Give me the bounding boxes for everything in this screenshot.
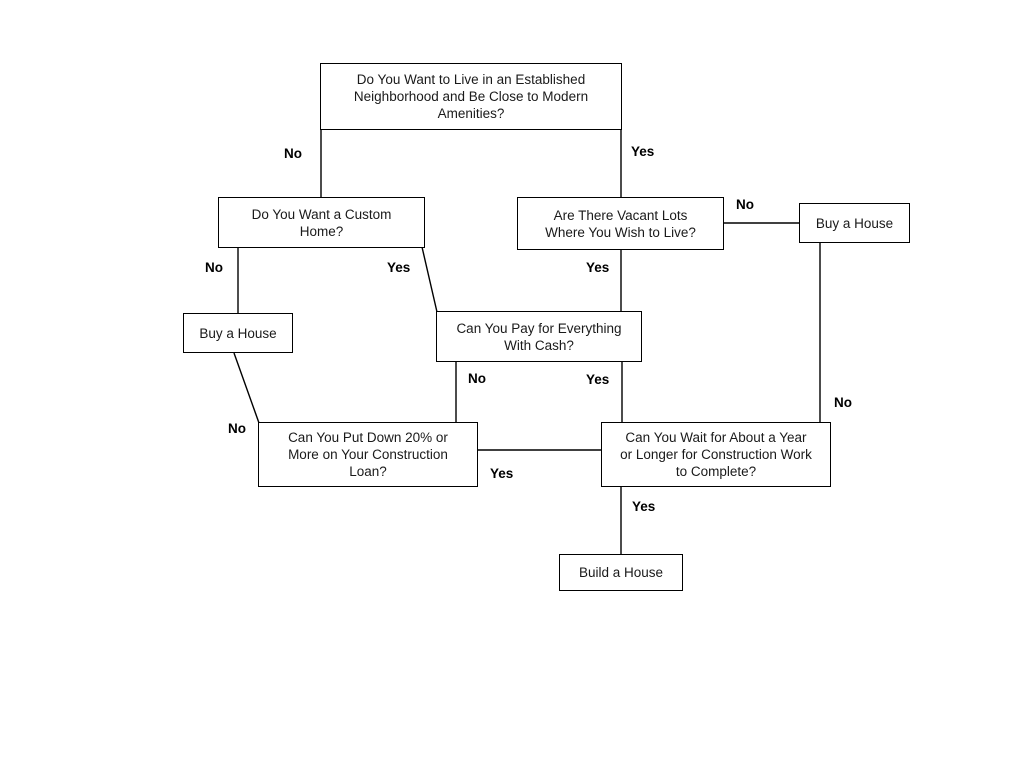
edge-label-cash-yes: Yes	[586, 372, 610, 387]
node-buy-house-left: Buy a House	[183, 313, 293, 353]
edge-label-downpayment-yes: Yes	[490, 466, 514, 481]
node-build-house: Build a House	[559, 554, 683, 591]
edge-label-wait-yes: Yes	[632, 499, 656, 514]
node-q-wait: Can You Wait for About a Year or Longer …	[601, 422, 831, 487]
edge-label-cash-no: No	[468, 371, 486, 386]
node-buy-house-right: Buy a House	[799, 203, 910, 243]
edge-label-downpayment-no: No	[228, 421, 246, 436]
edge-label-neighborhood-no: No	[284, 146, 302, 161]
node-q-cash: Can You Pay for Everything With Cash?	[436, 311, 642, 362]
edge-label-custom-yes: Yes	[387, 260, 411, 275]
node-q-neighborhood: Do You Want to Live in an Established Ne…	[320, 63, 622, 130]
edge-label-custom-no: No	[205, 260, 223, 275]
node-q-down-payment: Can You Put Down 20% or More on Your Con…	[258, 422, 478, 487]
edge-custom-yes-line	[421, 246, 438, 313]
node-q-custom-home: Do You Want a Custom Home?	[218, 197, 425, 248]
edge-label-vacant-yes: Yes	[586, 260, 610, 275]
edge-downpayment-no-line	[233, 352, 260, 424]
edge-label-vacant-no: No	[736, 197, 754, 212]
node-q-vacant-lots: Are There Vacant Lots Where You Wish to …	[517, 197, 724, 250]
edge-label-neighborhood-yes: Yes	[631, 144, 655, 159]
edge-label-wait-no: No	[834, 395, 852, 410]
